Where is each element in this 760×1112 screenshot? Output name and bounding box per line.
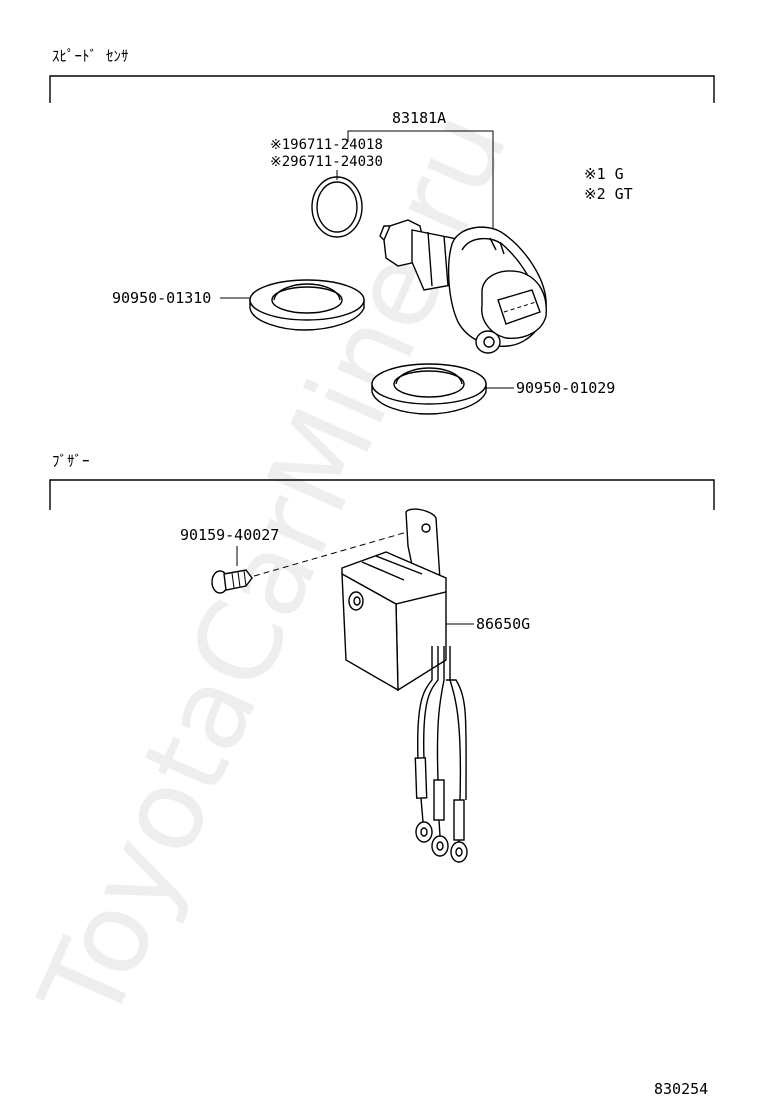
note-2: ※2 GT <box>584 185 633 203</box>
buzzer-part-label[interactable]: 86650G <box>476 615 530 633</box>
screw-drawing <box>211 569 253 594</box>
oring-drawing <box>311 176 363 238</box>
speed-sensor-drawing <box>379 219 547 354</box>
screw-part-label[interactable]: 90159-40027 <box>180 526 279 544</box>
sensor-part-label[interactable]: 83181A <box>392 109 446 127</box>
grommet-lower-part-label[interactable]: 90950-01029 <box>516 379 615 397</box>
speed-sensor-section-title: ｽﾋﾟｰﾄﾞ ｾﾝｻ <box>52 47 129 65</box>
buzzer-section-frame <box>49 479 715 510</box>
grommet-upper-part-label[interactable]: 90950-01310 <box>112 289 211 307</box>
diagram-id: 830254 <box>654 1080 708 1098</box>
grommet-lower-drawing <box>371 363 487 415</box>
speed-sensor-section-frame <box>49 75 715 103</box>
buzzer-section-title: ﾌﾞｻﾞｰ <box>52 452 90 470</box>
buzzer-wires-drawing <box>414 646 468 863</box>
oring-part-label-1[interactable]: ※196711-24018 <box>270 137 383 153</box>
buzzer-drawing <box>341 508 447 692</box>
grommet-upper-drawing <box>249 279 365 331</box>
mounting-dashed-line <box>253 525 429 577</box>
watermark: ToyotaCarMine.ru <box>15 94 532 1042</box>
oring-part-label-2[interactable]: ※296711-24030 <box>270 154 383 170</box>
note-1: ※1 G <box>584 165 624 183</box>
sensor-leader-line <box>347 130 494 232</box>
